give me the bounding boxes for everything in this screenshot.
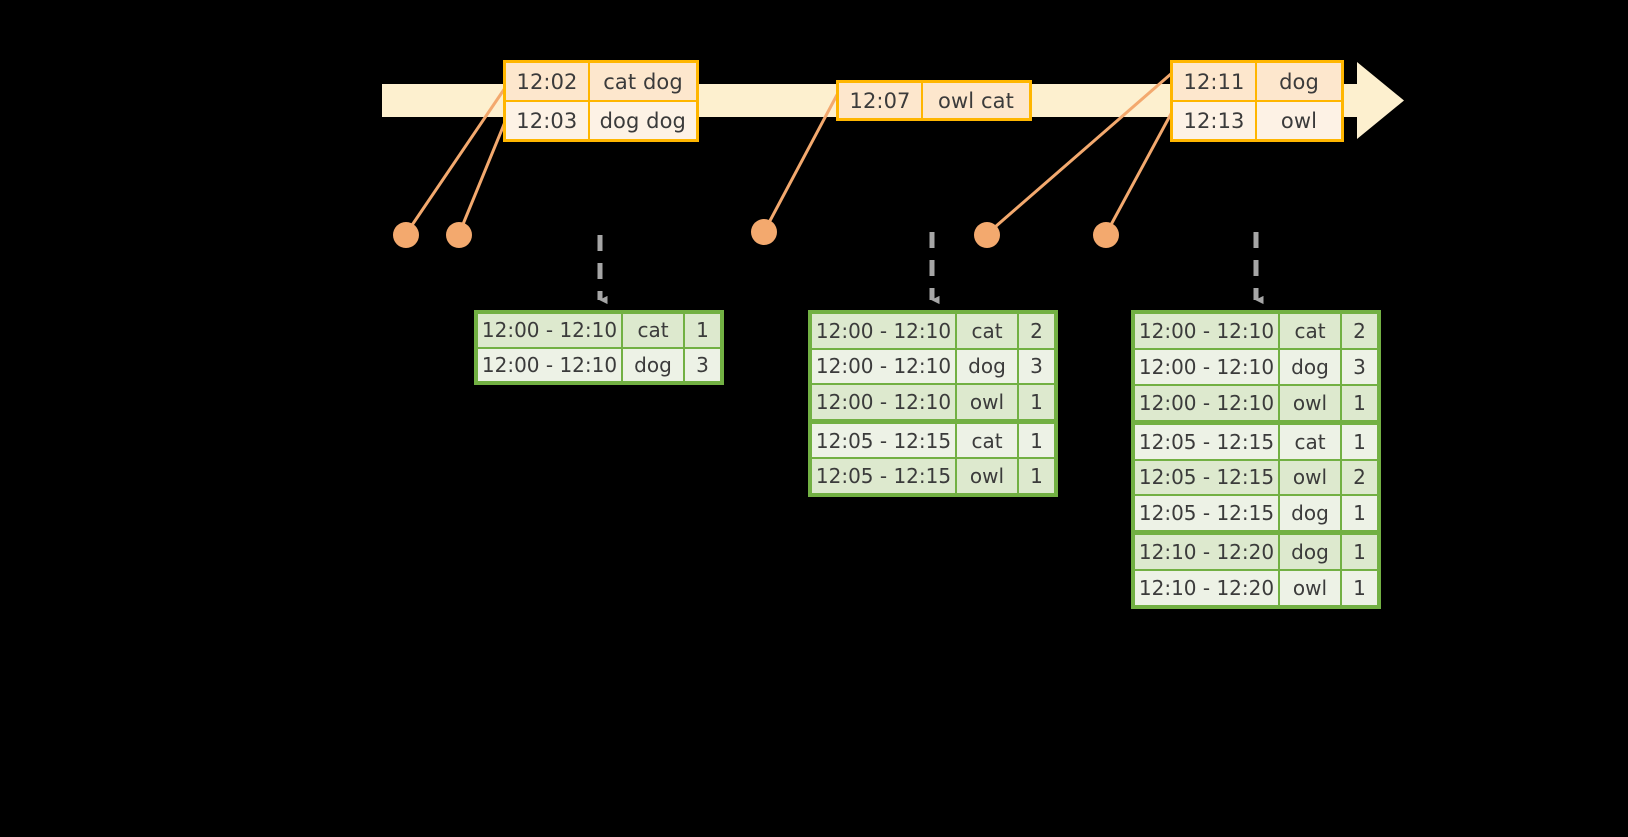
table-row[interactable]: 12:05 - 12:15 owl 1 [812,457,1054,493]
event-row[interactable]: 12:07 owl cat [839,83,1029,118]
connector-dot-3 [751,219,777,245]
cell-window: 12:05 - 12:15 [1135,460,1280,495]
connector-lines [404,71,1174,236]
cell-key: owl [1280,460,1342,495]
event-text: dog dog [589,102,696,139]
cell-window: 12:00 - 12:10 [478,348,623,381]
event-text: cat dog [590,63,696,100]
cell-window: 12:05 - 12:15 [812,459,957,493]
cell-window: 12:05 - 12:15 [812,423,957,458]
cell-count: 2 [1342,460,1377,495]
event-time: 12:11 [1173,63,1257,100]
event-box-1[interactable]: 12:02 cat dog 12:03 dog dog [503,60,699,142]
result-table-1[interactable]: 12:00 - 12:10 cat 1 12:00 - 12:10 dog 3 [474,310,724,385]
event-time: 12:07 [839,83,923,118]
table-row[interactable]: 12:05 - 12:15 owl 2 [1135,458,1377,495]
connector-dot-4 [974,222,1000,248]
connector-line-1 [404,87,507,235]
result-table-3[interactable]: 12:00 - 12:10 cat 2 12:00 - 12:10 dog 3 … [1131,310,1381,609]
connector-line-2 [457,121,507,235]
cell-count: 3 [685,348,720,381]
connector-line-5 [1104,111,1174,235]
event-row[interactable]: 12:03 dog dog [506,100,696,139]
cell-window: 12:00 - 12:10 [1135,314,1280,348]
connector-dots [393,219,1119,248]
event-row[interactable]: 12:11 dog [1173,63,1341,100]
cell-count: 1 [1019,423,1054,458]
event-time: 12:03 [506,102,590,139]
cell-key: dog [957,349,1019,384]
cell-count: 2 [1342,314,1377,348]
cell-key: owl [957,459,1019,493]
cell-key: dog [623,348,685,381]
cell-key: cat [1280,314,1342,348]
table-row[interactable]: 12:00 - 12:10 dog 3 [812,347,1054,384]
event-text: owl [1257,102,1341,139]
table-row[interactable]: 12:05 - 12:15 dog 1 [1135,494,1377,534]
cell-window: 12:00 - 12:10 [812,349,957,384]
cell-count: 1 [685,314,720,347]
table-row[interactable]: 12:00 - 12:10 cat 2 [812,314,1054,348]
cell-window: 12:05 - 12:15 [1135,424,1280,459]
table-row[interactable]: 12:00 - 12:10 dog 3 [478,346,720,381]
connector-dot-1 [393,222,419,248]
cell-window: 12:00 - 12:10 [1135,385,1280,420]
event-box-3[interactable]: 12:11 dog 12:13 owl [1170,60,1344,142]
table-row[interactable]: 12:00 - 12:10 dog 3 [1135,347,1377,384]
cell-count: 1 [1342,385,1377,420]
cell-count: 3 [1019,349,1054,384]
connector-dot-2 [446,222,472,248]
event-text: owl cat [923,83,1029,118]
result-table-2[interactable]: 12:00 - 12:10 cat 2 12:00 - 12:10 dog 3 … [808,310,1058,497]
table-row[interactable]: 12:05 - 12:15 cat 1 [812,421,1054,458]
cell-key: owl [957,385,1019,419]
connector-line-4 [986,71,1173,236]
cell-count: 2 [1019,314,1054,348]
cell-window: 12:10 - 12:20 [1135,535,1280,570]
emit-arrows [597,232,1264,305]
cell-window: 12:00 - 12:10 [812,314,957,348]
cell-window: 12:05 - 12:15 [1135,496,1280,531]
cell-window: 12:10 - 12:20 [1135,571,1280,605]
event-box-2[interactable]: 12:07 owl cat [836,80,1032,121]
event-time: 12:13 [1173,102,1257,139]
cell-key: dog [1280,535,1342,570]
cell-count: 1 [1342,424,1377,459]
cell-count: 1 [1342,571,1377,605]
table-row[interactable]: 12:00 - 12:10 cat 2 [1135,314,1377,348]
cell-window: 12:00 - 12:10 [812,385,957,419]
cell-count: 1 [1342,496,1377,531]
table-row[interactable]: 12:10 - 12:20 owl 1 [1135,569,1377,605]
cell-count: 1 [1019,459,1054,493]
connector-dot-5 [1093,222,1119,248]
event-row[interactable]: 12:02 cat dog [506,63,696,100]
cell-window: 12:00 - 12:10 [478,314,623,347]
table-row[interactable]: 12:05 - 12:15 cat 1 [1135,422,1377,459]
cell-count: 3 [1342,349,1377,384]
table-row[interactable]: 12:00 - 12:10 owl 1 [1135,383,1377,423]
cell-key: owl [1280,571,1342,605]
event-text: dog [1257,63,1341,100]
table-row[interactable]: 12:00 - 12:10 cat 1 [478,314,720,347]
cell-key: dog [1280,349,1342,384]
cell-key: owl [1280,385,1342,420]
cell-key: dog [1280,496,1342,531]
table-row[interactable]: 12:00 - 12:10 owl 1 [812,383,1054,422]
connector-line-3 [762,92,840,233]
cell-key: cat [957,423,1019,458]
table-row[interactable]: 12:10 - 12:20 dog 1 [1135,533,1377,570]
event-row[interactable]: 12:13 owl [1173,100,1341,139]
cell-key: cat [957,314,1019,348]
cell-count: 1 [1019,385,1054,419]
cell-key: cat [623,314,685,347]
cell-count: 1 [1342,535,1377,570]
cell-window: 12:00 - 12:10 [1135,349,1280,384]
event-time: 12:02 [506,63,590,100]
cell-key: cat [1280,424,1342,459]
